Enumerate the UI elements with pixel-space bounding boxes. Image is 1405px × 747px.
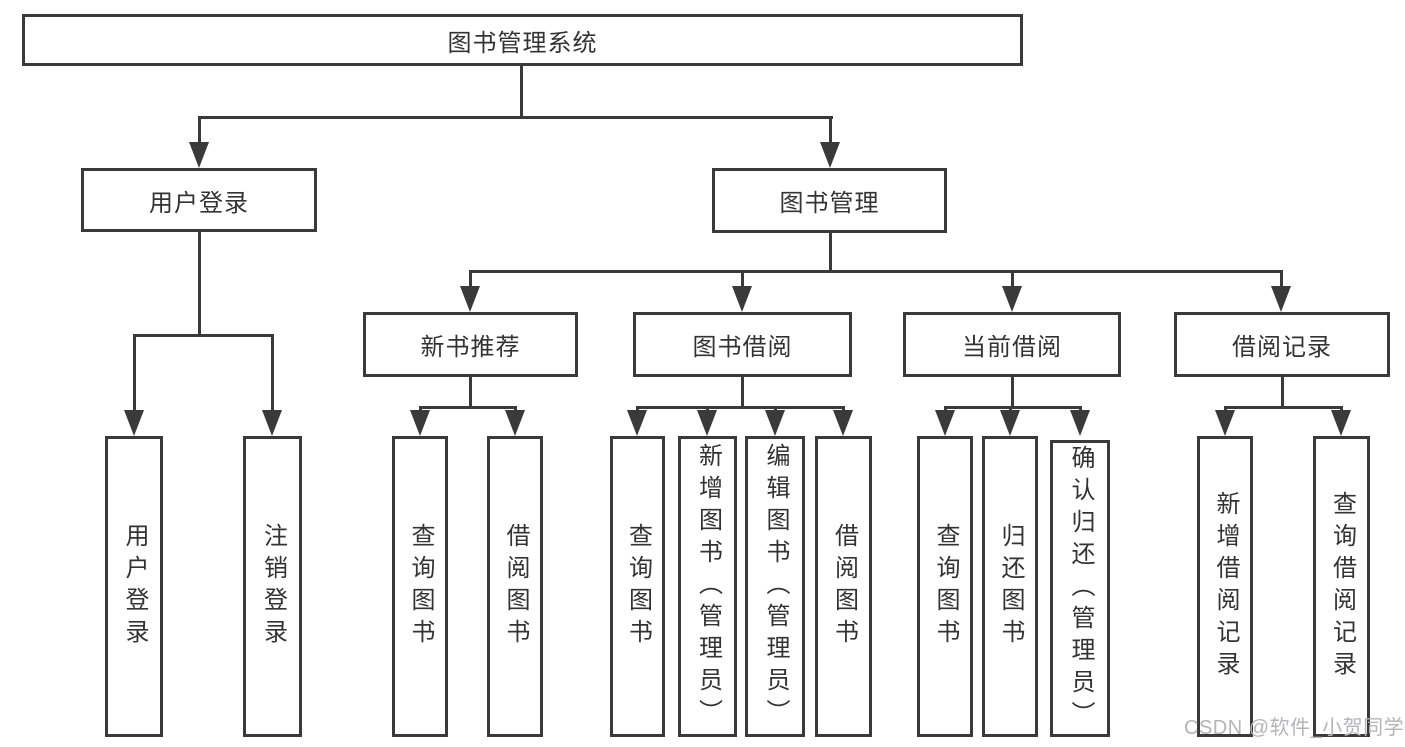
leaf-borrow-books-recommend-label: 借阅图书 bbox=[502, 522, 529, 651]
connector-leaf-logout-drop bbox=[271, 334, 274, 412]
leaf-add-borrow-record-label: 新增借阅记录 bbox=[1212, 490, 1239, 683]
connector-user-login-drop bbox=[198, 116, 201, 144]
arrowhead-current-borrow bbox=[1002, 286, 1022, 312]
leaf-logout-label: 注销登录 bbox=[259, 522, 287, 651]
leaf-query-books-borrow: 查询图书 bbox=[610, 436, 665, 737]
connector-user-login-stem bbox=[198, 232, 201, 337]
node-book-borrow-label: 图书借阅 bbox=[692, 334, 793, 361]
arrowhead-user-login bbox=[189, 142, 209, 168]
leaf-query-borrow-record-label: 查询借阅记录 bbox=[1328, 490, 1356, 683]
connector-book-mgmt-stem bbox=[829, 233, 832, 273]
arrowhead-borrow-books-recommend bbox=[505, 410, 525, 436]
node-borrow-records: 借阅记录 bbox=[1174, 312, 1390, 377]
node-current-borrow: 当前借阅 bbox=[903, 312, 1121, 377]
leaf-query-borrow-record: 查询借阅记录 bbox=[1313, 436, 1370, 737]
leaf-confirm-return-admin-label: 确认归还（管理员） bbox=[1067, 444, 1094, 733]
connector-book-borrow-stem bbox=[741, 377, 744, 409]
arrowhead-borrow-books bbox=[833, 410, 853, 436]
connector-root-stem bbox=[520, 66, 523, 119]
arrowhead-edit-books-admin bbox=[765, 410, 785, 436]
leaf-query-books-borrow-label: 查询图书 bbox=[624, 522, 652, 651]
leaf-confirm-return-admin: 确认归还（管理员） bbox=[1050, 440, 1110, 737]
leaf-query-books-current-label: 查询图书 bbox=[932, 522, 959, 651]
connector-new-book-drop bbox=[469, 270, 472, 288]
arrowhead-query-books-recommend bbox=[410, 410, 430, 436]
leaf-user-login-label: 用户登录 bbox=[121, 522, 148, 651]
arrowhead-leaf-logout bbox=[262, 410, 282, 436]
leaf-edit-books-admin-label: 编辑图书（管理员） bbox=[762, 442, 789, 731]
leaf-return-books: 归还图书 bbox=[982, 436, 1038, 737]
arrowhead-confirm-return-admin bbox=[1070, 410, 1090, 436]
leaf-query-books-recommend: 查询图书 bbox=[392, 436, 448, 737]
node-user-login: 用户登录 bbox=[81, 168, 317, 232]
leaf-add-borrow-record: 新增借阅记录 bbox=[1197, 436, 1253, 737]
connector-borrow-records-hline bbox=[1224, 406, 1343, 409]
leaf-borrow-books-label: 借阅图书 bbox=[830, 522, 858, 651]
node-book-management-label: 图书管理 bbox=[779, 190, 880, 217]
connector-new-book-hline bbox=[419, 406, 517, 409]
arrowhead-add-books-admin bbox=[697, 410, 717, 436]
connector-level2-hline bbox=[198, 116, 833, 119]
connector-current-borrow-hline bbox=[944, 406, 1082, 409]
node-book-borrow: 图书借阅 bbox=[633, 312, 852, 377]
leaf-borrow-books: 借阅图书 bbox=[815, 436, 872, 737]
connector-book-mgmt-drop bbox=[829, 116, 832, 144]
node-user-login-label: 用户登录 bbox=[149, 189, 249, 217]
arrowhead-query-books-current bbox=[935, 410, 955, 436]
node-new-book-recommend-label: 新书推荐 bbox=[420, 334, 521, 361]
leaf-logout: 注销登录 bbox=[243, 436, 302, 737]
arrowhead-add-borrow-record bbox=[1215, 410, 1235, 436]
csdn-watermark: CSDN @软件_小贺同学 bbox=[1184, 717, 1405, 739]
arrowhead-new-book-recommend bbox=[460, 286, 480, 312]
leaf-query-books-recommend-label: 查询图书 bbox=[407, 522, 434, 651]
leaf-edit-books-admin: 编辑图书（管理员） bbox=[745, 436, 805, 737]
node-library-system: 图书管理系统 bbox=[22, 14, 1023, 66]
arrowhead-query-books-borrow bbox=[627, 410, 647, 436]
leaf-query-books-current: 查询图书 bbox=[917, 436, 973, 737]
connector-book-borrow-hline bbox=[636, 406, 845, 409]
connector-current-borrow-stem bbox=[1011, 377, 1014, 409]
leaf-user-login: 用户登录 bbox=[105, 436, 163, 737]
node-borrow-records-label: 借阅记录 bbox=[1232, 334, 1332, 361]
arrowhead-leaf-user-login bbox=[124, 410, 144, 436]
connector-book-borrow-drop bbox=[741, 270, 744, 288]
connector-leaf-user-login-drop bbox=[133, 334, 136, 412]
leaf-add-books-admin-label: 新增图书（管理员） bbox=[694, 442, 722, 731]
node-current-borrow-label: 当前借阅 bbox=[962, 334, 1062, 361]
leaf-return-books-label: 归还图书 bbox=[997, 522, 1024, 651]
node-new-book-recommend: 新书推荐 bbox=[363, 312, 578, 377]
connector-level3-hline bbox=[469, 270, 1283, 273]
arrowhead-query-borrow-record bbox=[1331, 410, 1351, 436]
node-library-system-label: 图书管理系统 bbox=[447, 29, 598, 57]
connector-borrow-records-stem bbox=[1281, 377, 1284, 409]
arrowhead-book-borrow bbox=[732, 286, 752, 312]
arrowhead-borrow-records bbox=[1271, 286, 1291, 312]
node-book-management: 图书管理 bbox=[712, 168, 947, 233]
arrowhead-return-books bbox=[1000, 410, 1020, 436]
connector-new-book-stem bbox=[469, 377, 472, 409]
connector-current-borrow-drop bbox=[1011, 270, 1014, 288]
leaf-borrow-books-recommend: 借阅图书 bbox=[487, 436, 543, 737]
arrowhead-book-mgmt bbox=[820, 142, 840, 168]
leaf-add-books-admin: 新增图书（管理员） bbox=[678, 436, 737, 737]
connector-borrow-records-drop bbox=[1280, 270, 1283, 288]
connector-user-login-hline bbox=[133, 334, 274, 337]
